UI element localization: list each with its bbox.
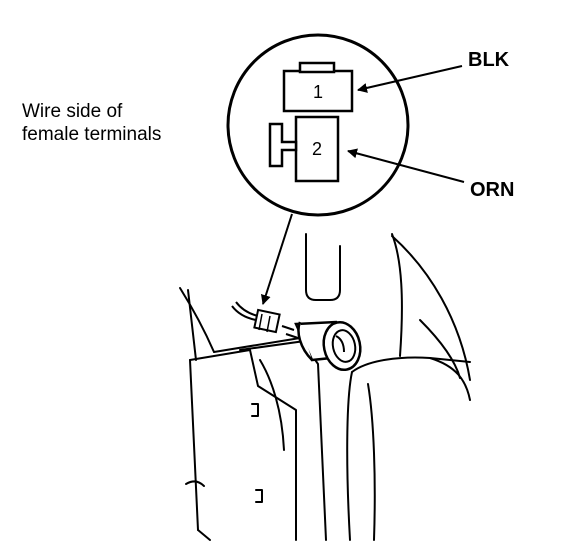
terminal-2-cavity <box>294 115 340 183</box>
wire-side-label-line2: female terminals <box>22 124 161 145</box>
connector-detail-callout: 1 2 <box>226 33 410 217</box>
leader-lines <box>261 65 465 305</box>
connector-face <box>268 61 354 183</box>
connector-key-rib <box>268 122 298 168</box>
connector-lock-tab <box>298 61 336 74</box>
terminal-1-label: 1 <box>313 82 323 102</box>
wire-side-label-line1: Wire side of <box>22 101 123 122</box>
detail-to-connector-arrow <box>261 213 293 305</box>
blk-leader-line <box>357 65 463 93</box>
orn-wire-color-label: ORN <box>470 179 514 201</box>
accessory-socket <box>231 301 362 372</box>
wire-connector-plug <box>253 308 281 334</box>
socket-body <box>294 320 362 372</box>
orn-leader-line <box>347 148 465 183</box>
blk-wire-color-label: BLK <box>468 49 510 71</box>
console-panel-drawing <box>179 233 471 541</box>
terminal-1-cavity <box>282 69 354 113</box>
terminal-2-label: 2 <box>312 139 322 159</box>
